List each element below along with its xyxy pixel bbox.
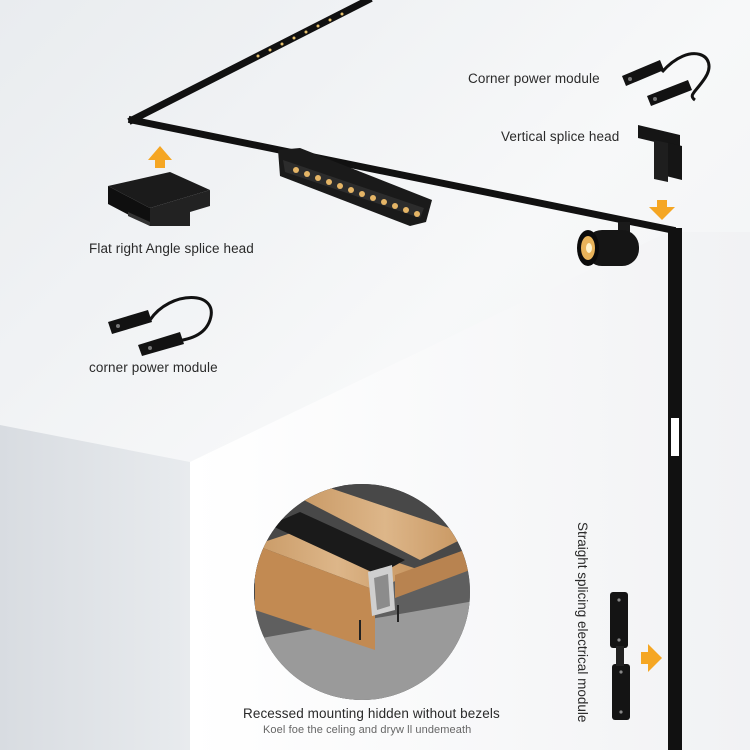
left-wall bbox=[0, 425, 190, 750]
wall-track-gap bbox=[671, 418, 679, 456]
flat-right-angle-splice-head-image bbox=[108, 172, 210, 226]
arrow-right-icon bbox=[641, 644, 662, 672]
label-straight-splicing-electrical-module: Straight splicing electrical module bbox=[575, 522, 590, 723]
corner-power-module-left-image bbox=[108, 296, 213, 356]
vertical-splice-head-image bbox=[638, 125, 682, 182]
recessed-mounting-detail bbox=[254, 484, 470, 700]
grille-light bbox=[278, 148, 432, 226]
wall-track bbox=[668, 228, 682, 750]
label-corner-power-module-left: corner power module bbox=[89, 360, 218, 375]
label-vertical-splice-head: Vertical splice head bbox=[501, 129, 620, 144]
spotlight bbox=[577, 222, 639, 266]
straight-splicing-module-image bbox=[610, 592, 630, 720]
orange-arrows bbox=[148, 146, 675, 672]
label-recessed-mounting-sub: Koel foe the celing and dryw ll undemeat… bbox=[263, 724, 472, 736]
label-corner-power-module-top: Corner power module bbox=[468, 71, 600, 86]
arrow-down-icon bbox=[649, 200, 675, 220]
track-led-dots bbox=[256, 12, 344, 58]
label-flat-right-angle-splice-head: Flat right Angle splice head bbox=[89, 241, 254, 256]
label-recessed-mounting: Recessed mounting hidden without bezels bbox=[243, 706, 500, 721]
arrow-up-icon bbox=[148, 146, 172, 168]
corner-power-module-top-image bbox=[622, 52, 711, 106]
